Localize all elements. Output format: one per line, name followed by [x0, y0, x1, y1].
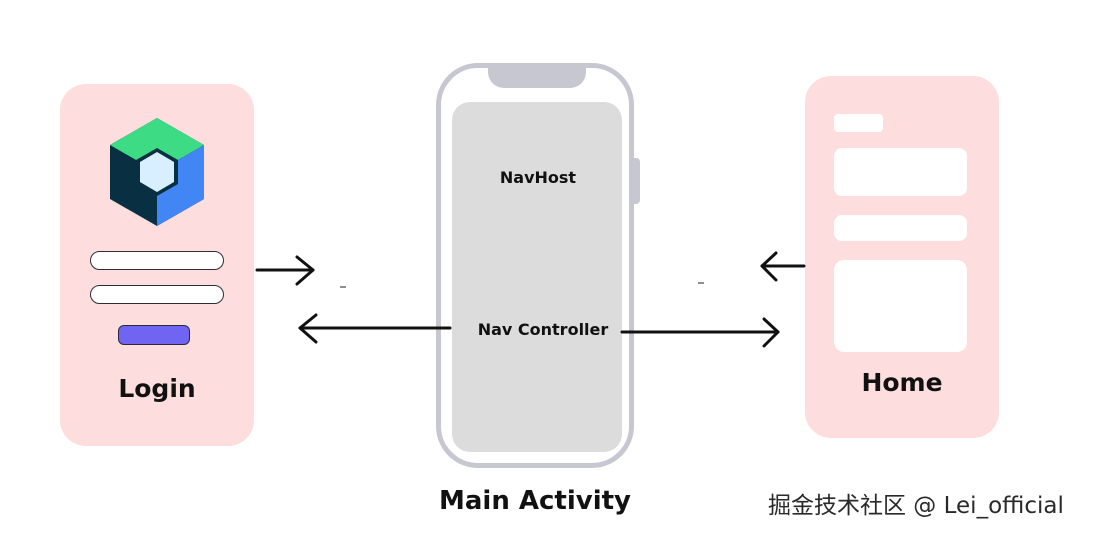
- arrow-home-to-navhost: [760, 251, 806, 282]
- nav-controller-label: Nav Controller: [477, 320, 609, 339]
- main-activity-label: Main Activity: [438, 486, 631, 516]
- phone-notch: [488, 63, 586, 88]
- arrow-navcontroller-to-login: [298, 313, 452, 344]
- home-screen-card: Home: [805, 76, 999, 438]
- arrow-login-to-navhost: [255, 255, 315, 286]
- phone-screen: [452, 102, 622, 452]
- watermark-text: 掘金技术社区 @ Lei_official: [768, 493, 1064, 519]
- home-title: Home: [861, 368, 943, 397]
- home-header-block: [834, 114, 883, 132]
- login-title: Login: [118, 374, 196, 403]
- arrow-navcontroller-to-home: [620, 317, 780, 348]
- navhost-label: NavHost: [499, 168, 577, 187]
- login-button: [118, 325, 190, 345]
- login-screen-card: Login: [60, 84, 254, 446]
- password-field: [90, 285, 224, 304]
- phone-side-button: [634, 158, 640, 204]
- home-content-block: [834, 148, 967, 196]
- home-content-block: [834, 215, 967, 241]
- jetpack-compose-logo-icon: [110, 118, 204, 226]
- home-content-block: [834, 260, 967, 352]
- username-field: [90, 251, 224, 270]
